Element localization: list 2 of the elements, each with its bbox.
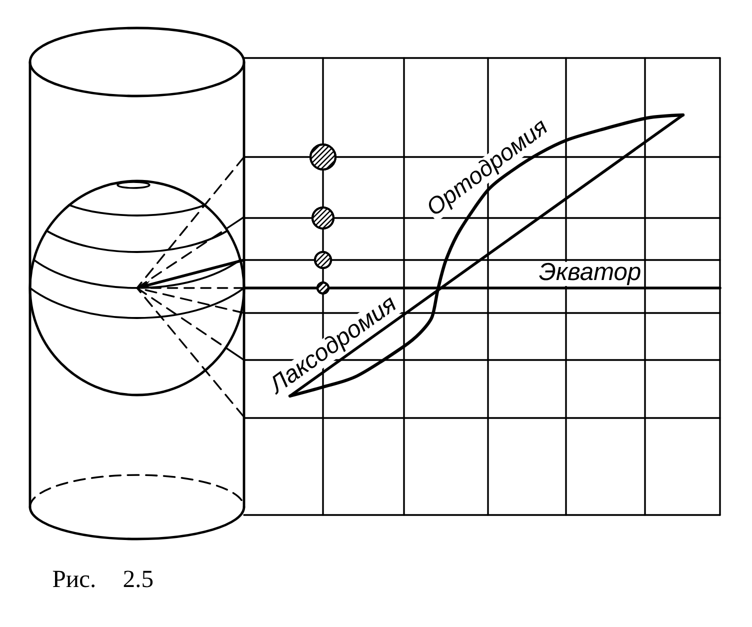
figure-caption: Рис. 2.5 (52, 570, 153, 588)
equator-label: Экватор (538, 262, 642, 286)
